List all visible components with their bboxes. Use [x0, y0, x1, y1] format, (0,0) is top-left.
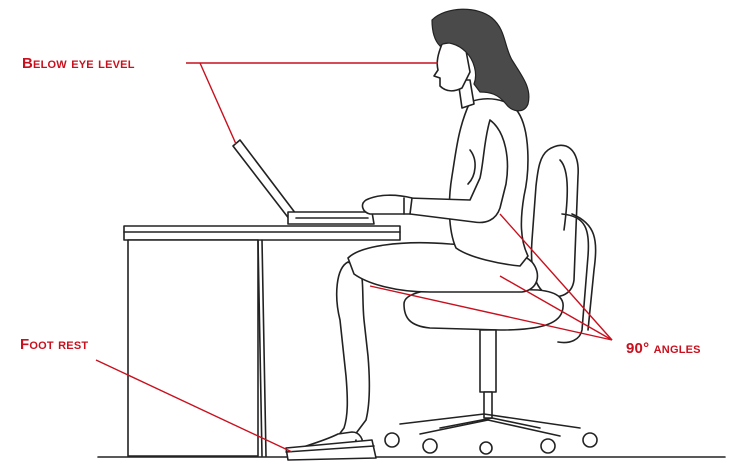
eye-level-to-screen: [200, 63, 236, 144]
below-eye-level-label: Below eye level: [22, 55, 135, 72]
foot-rest-label: Foot rest: [20, 336, 88, 353]
ninety-degree-angles-label: 90° angles: [626, 340, 701, 357]
laptop: [233, 140, 374, 224]
